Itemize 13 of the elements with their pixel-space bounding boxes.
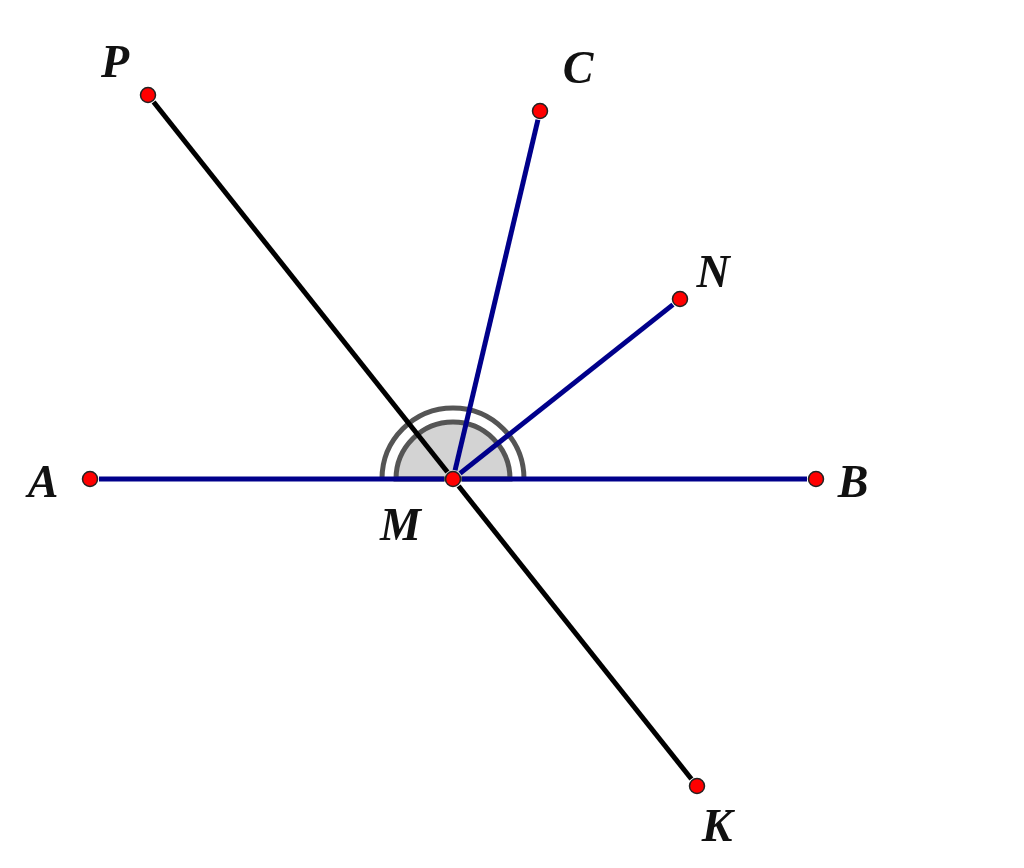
- line-segment: [458, 302, 675, 476]
- point-label: M: [380, 502, 420, 548]
- line-segment: [462, 476, 807, 482]
- point-label: A: [24, 459, 60, 505]
- line-segment: [456, 484, 694, 781]
- line-segment: [452, 119, 541, 471]
- line-segment: [99, 476, 444, 482]
- point-label: C: [561, 45, 595, 91]
- point-label: K: [700, 803, 736, 849]
- point-label: P: [99, 39, 131, 85]
- point-label: N: [695, 249, 732, 295]
- point-label: B: [836, 459, 870, 505]
- line-segment: [151, 100, 450, 474]
